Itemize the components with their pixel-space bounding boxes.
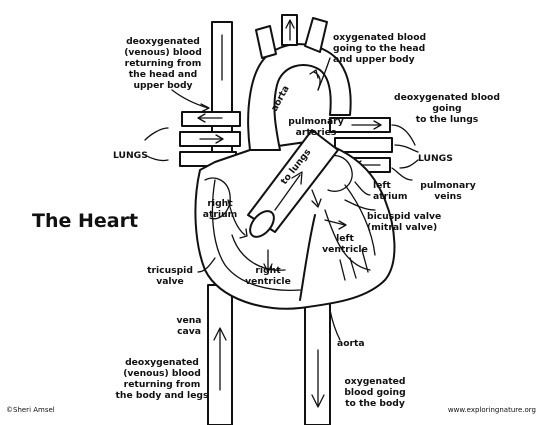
svg-text:and upper body: and upper body	[333, 54, 415, 65]
svg-text:left: left	[373, 180, 391, 191]
svg-text:(venous) blood: (venous) blood	[124, 47, 202, 58]
svg-text:pulmonary: pulmonary	[420, 180, 475, 191]
inferior-vena-cava	[208, 285, 232, 425]
label-right-atrium: right atrium	[203, 198, 237, 220]
credit-site: www.exploringnature.org	[448, 406, 536, 414]
label-pulmonary-arteries: pulmonary arteries	[288, 116, 343, 138]
label-aorta-bottom: aorta	[337, 338, 365, 349]
svg-text:blood going: blood going	[344, 387, 405, 398]
svg-text:atrium: atrium	[373, 191, 407, 202]
svg-text:to the body: to the body	[345, 398, 405, 409]
svg-text:(venous) blood: (venous) blood	[123, 368, 201, 379]
svg-text:ventricle: ventricle	[245, 276, 291, 287]
descending-aorta	[305, 300, 330, 425]
label-pulmonary-veins: pulmonary veins	[420, 180, 475, 202]
svg-text:pulmonary: pulmonary	[288, 116, 343, 127]
svg-text:to the lungs: to the lungs	[416, 114, 479, 125]
svg-text:going: going	[432, 103, 461, 114]
label-deoxy-lungs: deoxygenated blood going to the lungs	[394, 92, 500, 125]
svg-text:deoxygenated: deoxygenated	[125, 357, 199, 368]
label-vena-cava: vena cava	[177, 315, 202, 337]
svg-text:veins: veins	[434, 191, 462, 202]
label-oxy-body: oxygenated blood going to the body	[344, 376, 405, 409]
svg-text:(mitral valve): (mitral valve)	[367, 222, 437, 233]
svg-text:deoxygenated: deoxygenated	[126, 36, 200, 47]
diagram-title: The Heart	[32, 210, 138, 232]
superior-vena-cava	[212, 22, 232, 170]
svg-text:oxygenated: oxygenated	[345, 376, 406, 387]
svg-text:upper body: upper body	[133, 80, 192, 91]
svg-text:returning from: returning from	[124, 379, 201, 390]
label-tricuspid-valve: tricuspid valve	[147, 265, 193, 287]
svg-text:tricuspid: tricuspid	[147, 265, 193, 276]
svg-text:left: left	[336, 233, 354, 244]
svg-text:bicuspid valve: bicuspid valve	[367, 211, 441, 222]
label-deoxy-body: deoxygenated (venous) blood returning fr…	[116, 357, 209, 401]
svg-text:atrium: atrium	[203, 209, 237, 220]
label-bicuspid-valve: bicuspid valve (mitral valve)	[367, 211, 441, 233]
svg-text:valve: valve	[156, 276, 184, 287]
svg-text:vena: vena	[177, 315, 202, 326]
svg-text:deoxygenated blood: deoxygenated blood	[394, 92, 500, 103]
svg-text:the head and: the head and	[129, 69, 197, 80]
svg-text:going to the head: going to the head	[333, 43, 425, 54]
svg-text:ventricle: ventricle	[322, 244, 368, 255]
label-lungs-right: LUNGS	[418, 153, 453, 164]
svg-text:right: right	[207, 198, 233, 209]
credit-author: ©Sheri Amsel	[6, 406, 55, 414]
label-lungs-left: LUNGS	[113, 150, 148, 161]
svg-text:arteries: arteries	[296, 127, 337, 138]
svg-text:cava: cava	[177, 326, 201, 337]
svg-text:returning from: returning from	[125, 58, 202, 69]
label-oxy-head: oxygenated blood going to the head and u…	[333, 32, 426, 65]
label-deoxy-head: deoxygenated (venous) blood returning fr…	[124, 36, 202, 91]
label-left-atrium: left atrium	[373, 180, 407, 202]
svg-text:the body and legs: the body and legs	[116, 390, 209, 401]
svg-text:oxygenated blood: oxygenated blood	[333, 32, 426, 43]
svg-text:right: right	[255, 265, 281, 276]
